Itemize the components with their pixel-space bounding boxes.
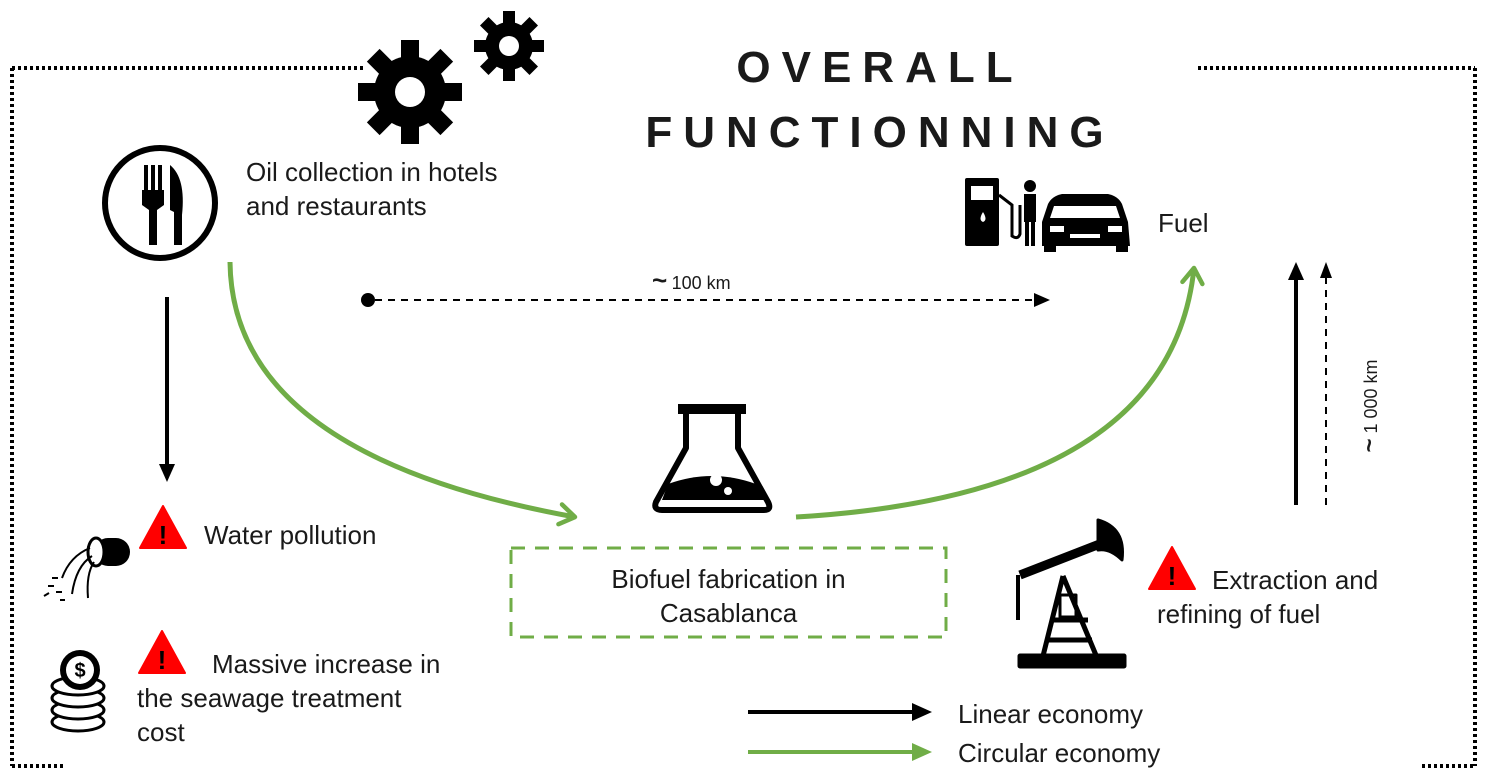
coins-icon: $ (50, 650, 106, 733)
svg-text:$: $ (74, 660, 85, 682)
distance-text-1000km: 1 000 km (1361, 359, 1381, 434)
car-icon (1042, 194, 1130, 252)
legend-circular-label: Circular economy (958, 738, 1161, 768)
distance-arrow-100km (361, 293, 1050, 307)
svg-text:!: ! (159, 520, 168, 550)
warning-icon: ! (138, 630, 186, 675)
svg-text:!: ! (158, 645, 167, 675)
water-pollution-label: Water pollution (204, 520, 377, 550)
legend-circular-arrow (748, 743, 932, 761)
arrow-circular-to-biofuel (227, 261, 578, 527)
distance-label-100km: ~ 100 km (652, 265, 731, 296)
cutlery-icon (102, 145, 218, 261)
biofuel-box (509, 546, 948, 639)
legend-linear-label: Linear economy (958, 699, 1143, 729)
legend-linear-arrow (748, 703, 932, 721)
fuel-label: Fuel (1158, 208, 1209, 238)
biofuel-label-line2: Casablanca (659, 598, 798, 628)
diagram-title-line2: FUNCTIONNING (645, 108, 1115, 157)
extraction-label-line2: refining of fuel (1157, 599, 1321, 629)
oil-collection-label-line2: and restaurants (246, 191, 427, 221)
oil-collection-label-line1: Oil collection in hotels (246, 157, 498, 187)
seawage-label-line1: Massive increase in (212, 649, 441, 679)
arrow-linear-vertical (1288, 262, 1304, 505)
arrow-circular-to-fuel (795, 265, 1205, 520)
seawage-label-line3: cost (137, 717, 185, 747)
warning-icon: ! (139, 505, 187, 550)
fuel-pump-icon (965, 178, 1036, 246)
warning-icon: ! (1148, 546, 1196, 591)
extraction-label-line1: Extraction and (1212, 565, 1379, 595)
distance-label-1000km: ~ 1 000 km (1356, 346, 1384, 466)
seawage-label-line2: the seawage treatment (137, 683, 402, 713)
flask-icon (652, 404, 773, 513)
tilde-symbol: ~ (1356, 438, 1383, 453)
tilde-symbol: ~ (652, 265, 668, 295)
gears-icon (358, 11, 544, 144)
svg-text:!: ! (1168, 561, 1177, 591)
dotted-frame (10, 66, 1477, 768)
distance-text-100km: 100 km (671, 273, 731, 293)
oil-pump-jack-icon (1016, 518, 1127, 669)
distance-arrow-1000km (1320, 262, 1332, 505)
diagram-title-line1: OVERALL (736, 43, 1024, 92)
pipe-pouring-icon (43, 536, 130, 601)
biofuel-label-line1: Biofuel fabrication in (611, 564, 846, 594)
arrow-linear-down (159, 297, 175, 482)
